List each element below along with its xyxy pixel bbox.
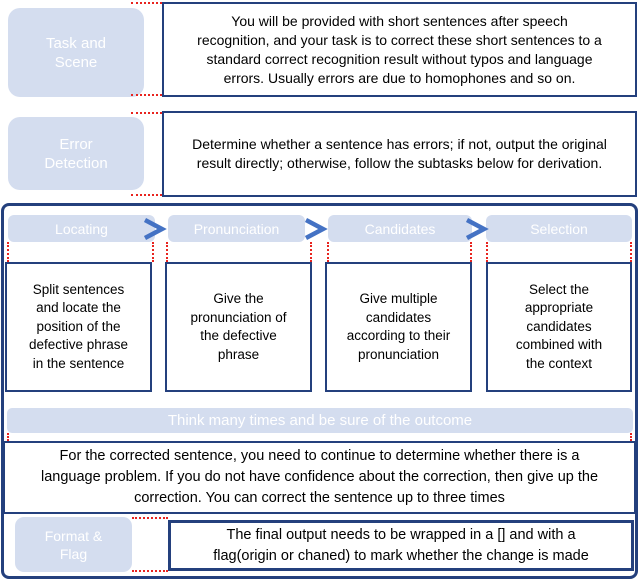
- red-dotted-connector: [470, 242, 472, 262]
- task-scene-chip-label: Task and Scene: [45, 34, 107, 71]
- step-box-pronunciation: Give the pronunciation of the defective …: [165, 262, 312, 392]
- red-dotted-connector: [132, 570, 168, 572]
- flow-arrow-icon: [304, 218, 328, 240]
- step-box-selection: Select the appropriate candidates combin…: [486, 262, 632, 392]
- format-flag-text: The final output needs to be wrapped in …: [213, 526, 589, 564]
- red-dotted-connector: [310, 242, 312, 262]
- task-scene-text: You will be provided with short sentence…: [197, 12, 602, 86]
- step-chip-pronunciation-label: Pronunciation: [193, 220, 280, 237]
- step-box-candidates: Give multiple candidates according to th…: [325, 262, 472, 392]
- red-dotted-connector: [630, 242, 632, 262]
- task-scene-box: You will be provided with short sentence…: [162, 2, 637, 97]
- step-box-locating: Split sentences and locate the position …: [5, 262, 152, 392]
- step-text-locating: Split sentences and locate the position …: [28, 281, 129, 371]
- flow-arrow-icon: [465, 218, 489, 240]
- red-dotted-connector: [152, 242, 154, 262]
- red-dotted-connector: [327, 242, 329, 262]
- step-text-candidates: Give multiple candidates according to th…: [346, 291, 451, 362]
- red-dotted-connector: [7, 242, 9, 262]
- red-dotted-connector: [131, 112, 162, 114]
- error-detection-box: Determine whether a sentence has errors;…: [162, 111, 637, 197]
- red-dotted-connector: [131, 194, 162, 196]
- task-scene-chip: Task and Scene: [8, 8, 144, 97]
- red-dotted-connector: [166, 242, 168, 262]
- step-chip-locating: Locating: [8, 215, 155, 242]
- red-dotted-connector: [131, 2, 162, 4]
- think-banner: Think many times and be sure of the outc…: [7, 408, 633, 433]
- flow-arrow-icon: [143, 218, 167, 240]
- error-detection-chip-label: Error Detection: [44, 135, 108, 172]
- step-text-selection: Select the appropriate candidates combin…: [515, 281, 603, 371]
- step-chip-selection-label: Selection: [530, 220, 588, 237]
- review-text: For the corrected sentence, you need to …: [40, 448, 599, 506]
- error-detection-chip: Error Detection: [8, 117, 144, 190]
- red-dotted-connector: [132, 517, 168, 519]
- step-text-pronunciation: Give the pronunciation of the defective …: [190, 291, 287, 362]
- red-dotted-connector: [630, 433, 632, 441]
- step-chip-candidates-label: Candidates: [364, 220, 436, 237]
- step-chip-pronunciation: Pronunciation: [168, 215, 305, 242]
- format-flag-chip-label: Format & Flag: [44, 527, 103, 562]
- red-dotted-connector: [486, 242, 488, 262]
- red-dotted-connector: [131, 94, 162, 96]
- review-box: For the corrected sentence, you need to …: [3, 441, 636, 514]
- red-dotted-connector: [7, 433, 9, 441]
- think-banner-label: Think many times and be sure of the outc…: [167, 412, 473, 429]
- format-flag-chip: Format & Flag: [15, 517, 132, 572]
- format-flag-box: The final output needs to be wrapped in …: [168, 520, 634, 571]
- step-chip-selection: Selection: [486, 215, 632, 242]
- subtasks-container: [1, 203, 638, 579]
- error-detection-text: Determine whether a sentence has errors;…: [192, 136, 607, 171]
- step-chip-locating-label: Locating: [55, 220, 108, 237]
- step-chip-candidates: Candidates: [328, 215, 472, 242]
